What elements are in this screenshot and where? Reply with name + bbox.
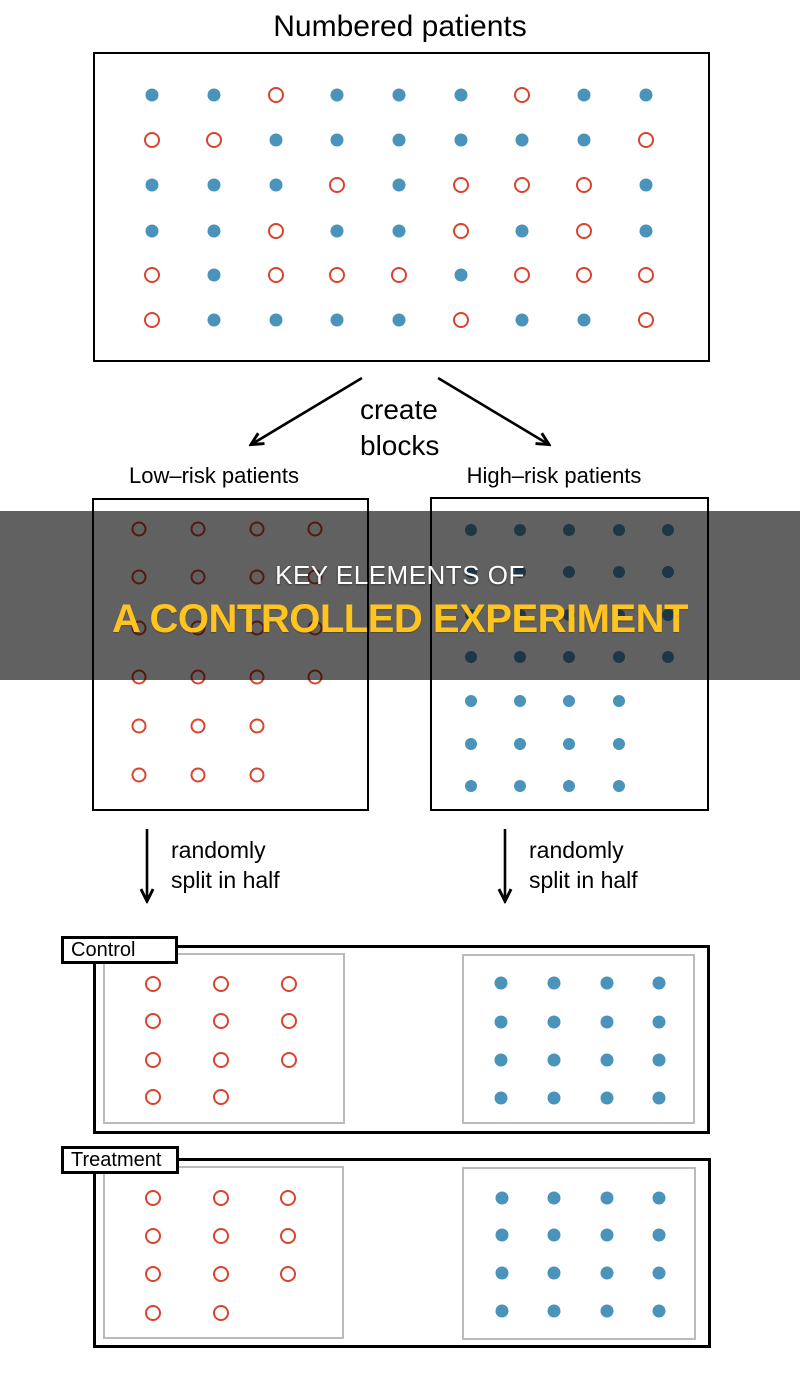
randomly-split-left-line1: randomly (171, 837, 266, 863)
low-risk-label: Low–risk patients (129, 463, 299, 488)
treatment-tag-label: Treatment (71, 1148, 162, 1171)
page-title: Numbered patients (273, 10, 527, 43)
control-tag-label: Control (71, 938, 136, 961)
create-blocks-arrow-right (437, 376, 548, 444)
randomly-split-right-line2: split in half (529, 867, 638, 893)
create-blocks-arrow-left (252, 376, 363, 444)
treatment-group-box (93, 1158, 711, 1348)
control-highrisk-subbox (462, 954, 695, 1124)
randomly-split-left-line2: split in half (171, 867, 280, 893)
banner-title-line2: A CONTROLLED EXPERIMENT (112, 597, 688, 641)
randomly-split-right-label: randomly split in half (529, 835, 638, 895)
banner-overlay: KEY ELEMENTS OF A CONTROLLED EXPERIMENT (0, 511, 800, 680)
create-blocks-line1: create (360, 394, 438, 425)
create-blocks-label: create blocks (360, 392, 439, 464)
control-lowrisk-subbox (103, 953, 345, 1124)
randomly-split-right-line1: randomly (529, 837, 624, 863)
treatment-highrisk-subbox (462, 1167, 696, 1340)
control-group-box (93, 945, 710, 1134)
control-tag: Control (61, 936, 178, 964)
create-blocks-line2: blocks (360, 430, 440, 461)
numbered-patients-box (93, 52, 710, 362)
treatment-lowrisk-subbox (103, 1166, 344, 1339)
randomly-split-left-label: randomly split in half (171, 835, 280, 895)
high-risk-label: High–risk patients (466, 463, 642, 488)
banner-title-line1: KEY ELEMENTS OF (275, 560, 525, 590)
treatment-tag: Treatment (61, 1146, 179, 1174)
